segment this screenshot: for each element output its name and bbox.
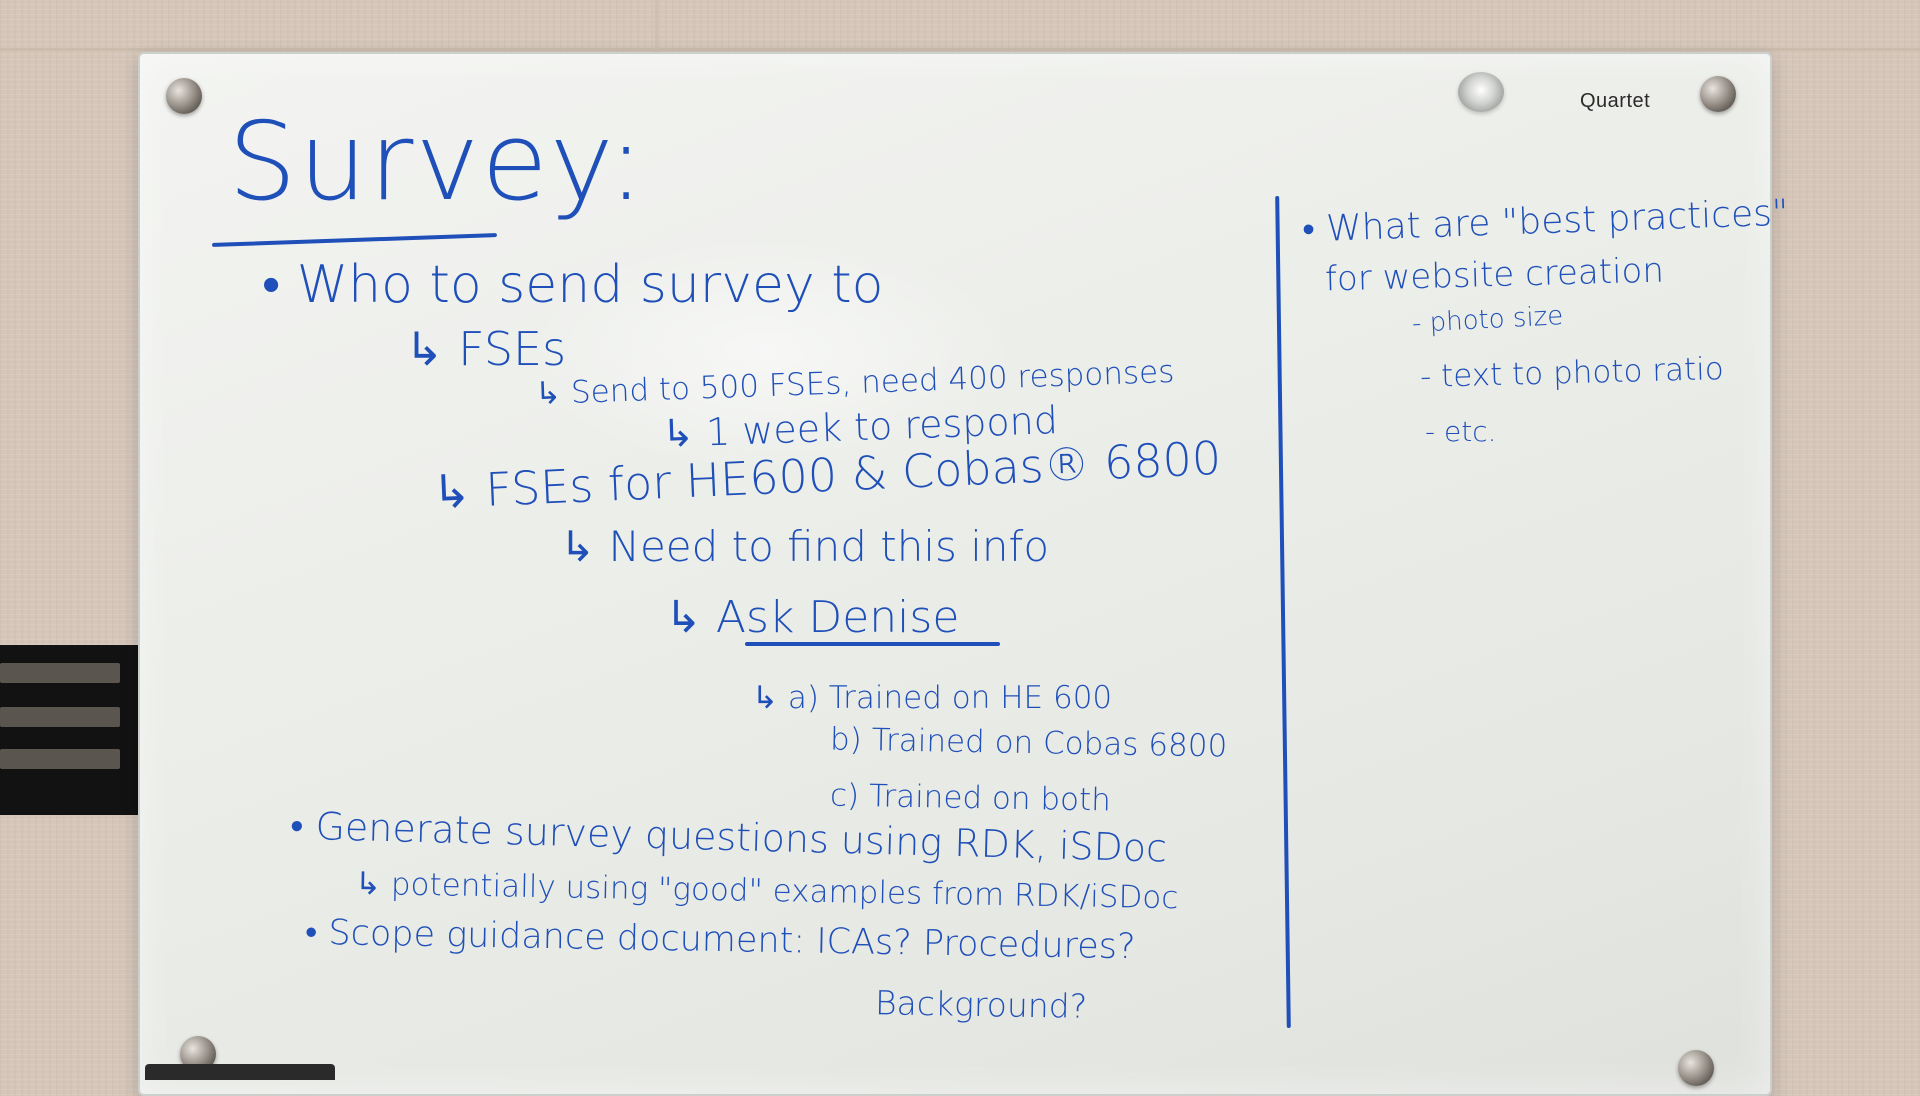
board-magnet: [1458, 72, 1504, 112]
marker-holder: [0, 645, 146, 815]
line-etc: - etc.: [1425, 415, 1497, 448]
marker-holder-slot: [0, 749, 120, 769]
glass-glare: [520, 234, 1020, 474]
survey-title: Survey:: [228, 100, 647, 225]
line-background: Background?: [874, 983, 1088, 1026]
line-ask: ↳ Ask Denise: [665, 592, 960, 643]
wall-seam-vertical: [655, 0, 658, 52]
line-fses: ↳ FSEs: [405, 322, 567, 376]
line-option-c: c) Trained on both: [829, 777, 1112, 819]
wall-seam: [0, 48, 1920, 51]
line-option-a: ↳ a) Trained on HE 600: [752, 680, 1113, 716]
eraser: [145, 1064, 335, 1080]
ask-underline: [745, 642, 1000, 646]
marker-holder-slot: [0, 663, 120, 683]
mounting-standoff-bottom-right: [1678, 1050, 1714, 1086]
mounting-standoff-top-left: [166, 78, 202, 114]
line-who: • Who to send survey to: [262, 255, 884, 315]
brand-logo: Quartet: [1580, 90, 1651, 112]
marker-holder-slot: [0, 707, 120, 727]
whiteboard: [138, 52, 1772, 1096]
line-need: ↳ Need to find this info: [560, 522, 1050, 571]
mounting-standoff-top-right: [1700, 76, 1736, 112]
line-option-b: b) Trained on Cobas 6800: [829, 721, 1228, 765]
